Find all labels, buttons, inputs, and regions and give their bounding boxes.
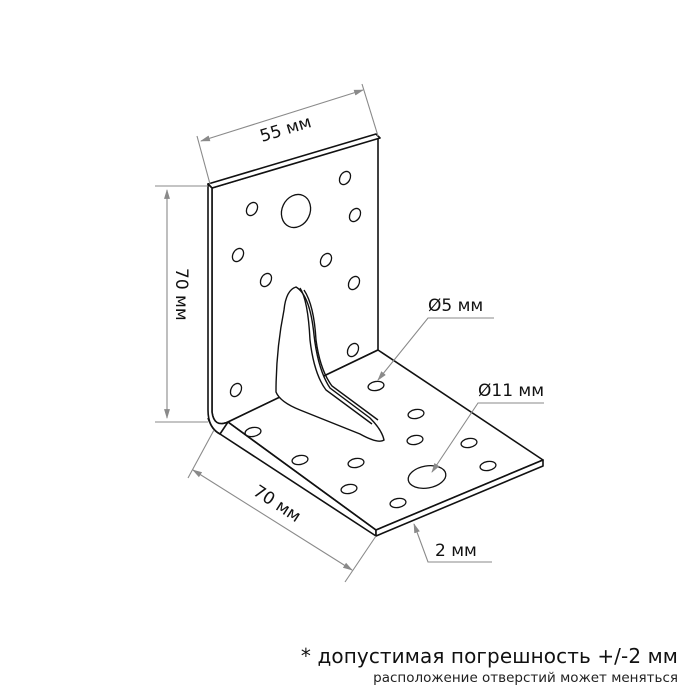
gusset-rib	[275, 286, 385, 442]
dim-height-label: 70 мм	[171, 268, 191, 321]
dim-top-width-label: 55 мм	[258, 112, 314, 147]
hole-layout-note: расположение отверстий может меняться	[373, 670, 678, 686]
dim-base-length-label: 70 мм	[249, 481, 304, 526]
dimension-lines	[155, 83, 544, 583]
dim-small-hole-label: Ø5 мм	[428, 296, 483, 316]
holes-vertical-plate	[229, 170, 362, 398]
tolerance-note: * допустимая погрешность +/-2 мм	[300, 644, 678, 668]
dim-thickness-label: 2 мм	[435, 541, 477, 561]
bracket-body	[207, 133, 544, 537]
dim-large-hole-label: Ø11 мм	[478, 381, 544, 401]
